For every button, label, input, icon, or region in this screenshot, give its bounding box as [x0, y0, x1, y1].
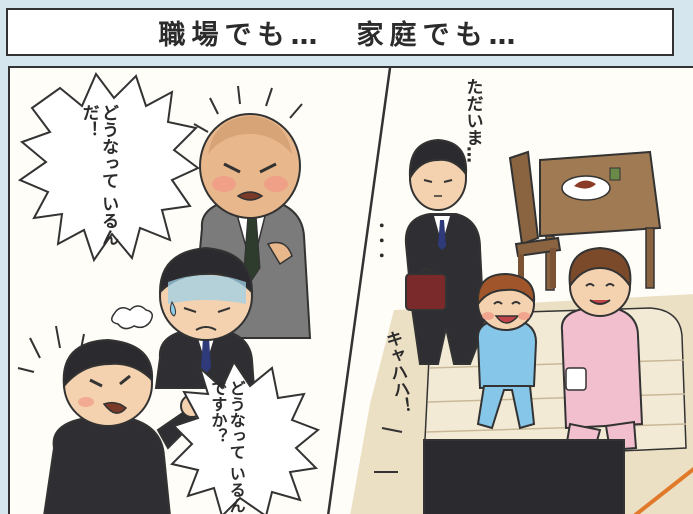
shout-lines	[193, 85, 303, 133]
boss-speech-text: どうなって いるんだ！	[78, 104, 119, 254]
comic-illustration	[17, 68, 693, 514]
junior-speech-line-2: いるんですか？	[208, 380, 246, 514]
junior-speech-bubble	[170, 359, 320, 514]
boss-speech-line-1: どうなって	[98, 104, 119, 189]
boss-speech-bubble	[17, 72, 200, 263]
sofa-lines	[425, 359, 687, 433]
page-title: 職場でも… 家庭でも…	[158, 19, 522, 51]
dining-table	[539, 150, 662, 291]
title-banner: 職場でも… 家庭でも…	[6, 8, 674, 56]
junior-speech-text: どうなって いるんですか？	[208, 380, 245, 514]
scolded-employee-figure	[154, 246, 256, 389]
mug	[565, 367, 587, 391]
laughing-child-figure	[476, 272, 538, 430]
panel-divider	[327, 68, 392, 514]
boss-speech-line-2: いるんだ！	[78, 104, 119, 246]
briefcase	[405, 273, 447, 311]
laugh-motion-lines	[374, 427, 403, 473]
dining-chair	[508, 150, 562, 294]
father-greeting-text: ただいま…	[462, 78, 483, 163]
smiling-mother-figure	[560, 246, 644, 454]
tired-father-figure	[404, 138, 486, 365]
orange-stroke	[633, 467, 693, 514]
television	[423, 439, 625, 514]
sigh-puff	[111, 305, 153, 330]
ellipsis-dots: ・・・	[372, 218, 391, 263]
junior-speech-line-1: どうなって	[226, 380, 246, 460]
comic-panel: どうなって いるんだ！ どうなって いるんですか？ ただいま… ・・・ キャハハ…	[8, 66, 693, 514]
junior-shout-lines	[17, 325, 85, 373]
